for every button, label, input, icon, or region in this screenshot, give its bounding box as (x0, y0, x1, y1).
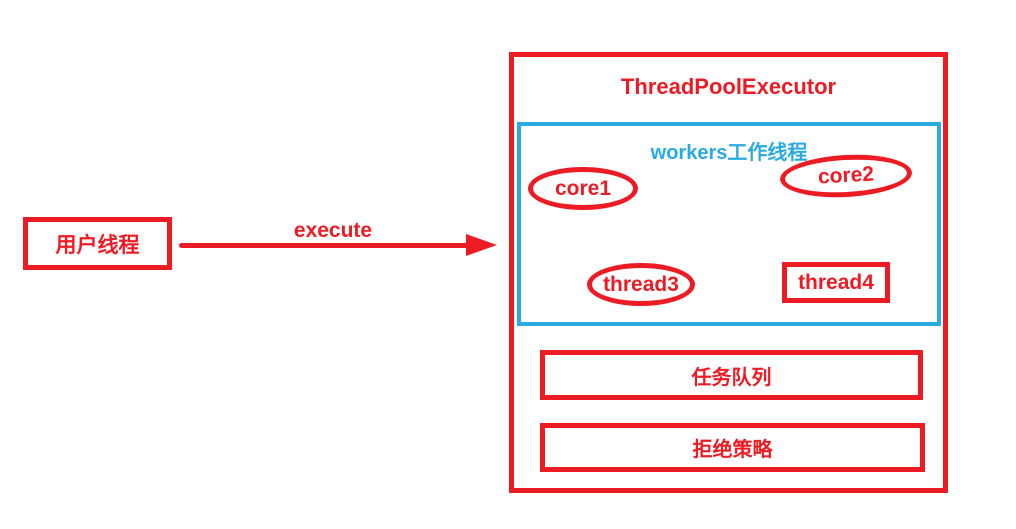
execute-label: execute (293, 219, 373, 242)
worker-thread4-box: thread4 (782, 262, 890, 303)
worker-thread3-label: thread3 (603, 272, 679, 296)
worker-thread3-ellipse: thread3 (587, 263, 695, 306)
worker-core1-ellipse: core1 (528, 167, 638, 210)
user-thread-box: 用户线程 (23, 217, 172, 270)
arrowhead-icon (466, 234, 497, 256)
threadpoolexecutor-box (509, 52, 948, 493)
task-queue-box: 任务队列 (540, 350, 923, 400)
threadpoolexecutor-title: ThreadPoolExecutor (620, 74, 837, 99)
worker-core2-label: core2 (817, 162, 875, 189)
worker-core1-label: core1 (554, 176, 612, 200)
workers-group-title: workers工作线程 (650, 142, 808, 164)
user-thread-label: 用户线程 (55, 233, 140, 257)
reject-policy-box: 拒绝策略 (540, 423, 925, 472)
task-queue-label: 任务队列 (691, 366, 772, 389)
worker-thread4-label: thread4 (798, 270, 874, 294)
workers-group-box (517, 122, 941, 326)
execute-arrow-line (179, 243, 470, 248)
reject-policy-label: 拒绝策略 (692, 439, 773, 461)
